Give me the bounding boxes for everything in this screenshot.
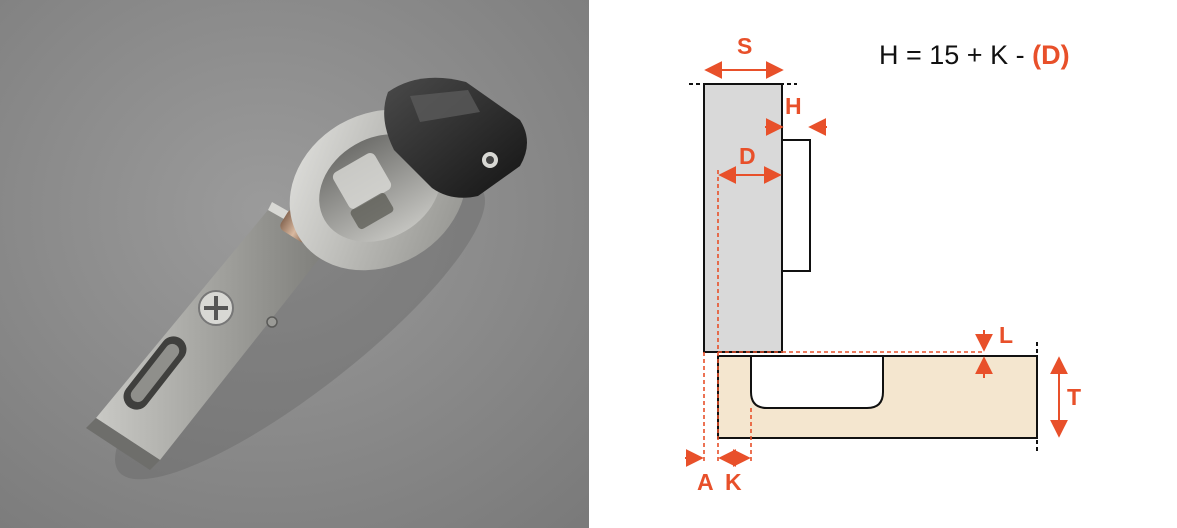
label-d: D bbox=[739, 143, 756, 169]
cup-recess bbox=[750, 355, 884, 409]
formula: H = 15 + K - (D) bbox=[879, 40, 1070, 70]
formula-accent: (D) bbox=[1032, 40, 1069, 70]
label-k: K bbox=[725, 469, 742, 495]
dimension-diagram: H = 15 + K - (D) S H D L T A K bbox=[685, 33, 1081, 495]
label-t: T bbox=[1067, 384, 1081, 410]
hinge-photo bbox=[0, 0, 589, 528]
adjustment-screw bbox=[198, 290, 234, 326]
label-h: H bbox=[785, 93, 802, 119]
label-l: L bbox=[999, 322, 1013, 348]
mounting-block bbox=[384, 77, 527, 198]
hinge-arm bbox=[86, 202, 332, 470]
door-panel bbox=[703, 83, 783, 353]
guide-lines bbox=[703, 170, 984, 462]
label-a: A bbox=[697, 469, 714, 495]
formula-text: H = 15 + K - bbox=[879, 40, 1032, 70]
hinge-plate bbox=[781, 139, 811, 272]
label-s: S bbox=[737, 33, 752, 59]
arm-rivet bbox=[266, 316, 278, 328]
